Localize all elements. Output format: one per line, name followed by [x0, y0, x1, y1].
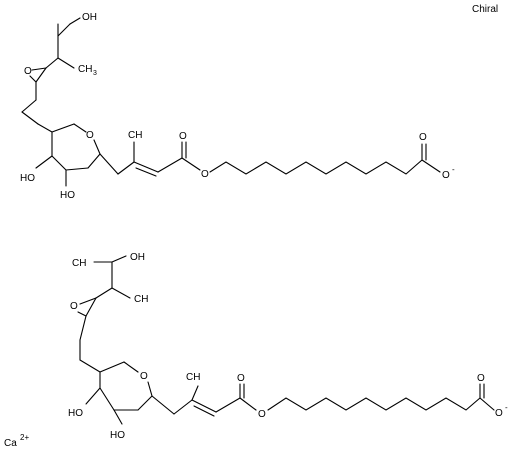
bond	[45, 57, 59, 69]
carboxylate-oxygen-label: O	[419, 132, 427, 143]
bond	[135, 167, 157, 177]
hydroxyl-label: HO	[110, 430, 125, 441]
bond	[181, 157, 201, 171]
bond	[77, 311, 87, 317]
methyl-label: CH	[72, 258, 86, 269]
mupirocin-anion-1: OH CH 3 O O HO	[20, 12, 455, 201]
carboxylate-oxygen-label: O	[442, 170, 450, 181]
methyl-label: CH	[134, 294, 148, 305]
ring-oxygen-label: O	[86, 130, 94, 141]
bond	[79, 315, 87, 341]
bond	[35, 155, 53, 169]
bond	[95, 287, 113, 299]
hydroxyl-label: OH	[82, 12, 97, 23]
carbonyl-oxygen-label: O	[237, 373, 245, 384]
bond	[79, 297, 97, 305]
pyran-ring-1: O HO HO	[20, 123, 101, 201]
bond	[111, 255, 127, 263]
bond	[191, 385, 199, 401]
bond	[69, 17, 81, 25]
negative-charge: -	[505, 403, 508, 412]
bond	[37, 123, 53, 133]
bond	[29, 75, 37, 83]
bond	[157, 157, 183, 173]
bond	[147, 381, 153, 397]
bond	[57, 57, 75, 69]
calcium-symbol: Ca	[4, 438, 17, 449]
bond	[87, 153, 101, 169]
bond	[51, 123, 75, 133]
carbonyl-oxygen-label: O	[179, 131, 187, 142]
bond	[209, 159, 423, 175]
side-chain-top-1: OH CH 3 O	[21, 12, 97, 125]
bond	[99, 387, 115, 411]
hydroxyl-label: HO	[20, 173, 35, 184]
epoxide-oxygen-label: O	[70, 301, 78, 312]
bond	[133, 161, 159, 173]
pyran-ring-2: O HO HO	[68, 359, 153, 441]
carboxylate-oxygen-label: O	[495, 408, 503, 419]
bond	[51, 155, 67, 171]
enoate-chain-1: CH O O O O -	[99, 130, 455, 181]
bond	[79, 359, 101, 373]
chirality-label: Chiral	[472, 4, 498, 15]
bond	[137, 395, 153, 411]
epoxide-oxygen-label: O	[24, 66, 32, 77]
bond	[111, 287, 131, 299]
bond	[21, 99, 37, 113]
bond	[73, 123, 87, 133]
bond	[173, 399, 193, 415]
hydroxyl-label: HO	[68, 408, 83, 419]
bond	[99, 361, 125, 373]
bond	[193, 405, 215, 417]
bond	[117, 161, 135, 175]
bond	[151, 395, 175, 415]
bond	[65, 167, 89, 171]
calcium-counter-ion: Ca 2+	[4, 433, 29, 449]
bond	[215, 397, 241, 413]
ester-oxygen-label: O	[258, 409, 266, 420]
bond	[85, 297, 97, 317]
bond	[99, 153, 119, 175]
bond	[267, 397, 481, 411]
bond	[93, 139, 101, 155]
ester-oxygen-label: O	[201, 169, 209, 180]
bond	[31, 67, 47, 71]
methyl-label: CH	[186, 372, 200, 383]
bond	[113, 409, 123, 425]
methyl-label: CH	[78, 64, 92, 75]
bond	[421, 159, 441, 173]
calcium-charge: 2+	[20, 433, 29, 442]
methyl-label: CH	[128, 130, 142, 141]
enoate-chain-2: CH O O O O -	[151, 372, 508, 420]
mupirocin-anion-2: CH OH CH O O HO	[68, 252, 508, 441]
hydroxyl-label: OH	[130, 252, 145, 263]
negative-charge: -	[452, 165, 455, 174]
bond	[479, 397, 495, 411]
ring-oxygen-label: O	[140, 371, 148, 382]
bond	[239, 397, 257, 411]
bond	[35, 67, 47, 83]
side-chain-top-2: CH OH CH O	[70, 252, 148, 361]
bond	[191, 399, 217, 413]
hydroxyl-label: HO	[60, 190, 75, 201]
bond	[123, 361, 139, 373]
bond	[57, 23, 71, 37]
bond	[85, 387, 101, 405]
methyl-subscript: 3	[93, 70, 97, 77]
carboxylate-oxygen-label: O	[477, 373, 485, 384]
bond	[21, 111, 39, 125]
